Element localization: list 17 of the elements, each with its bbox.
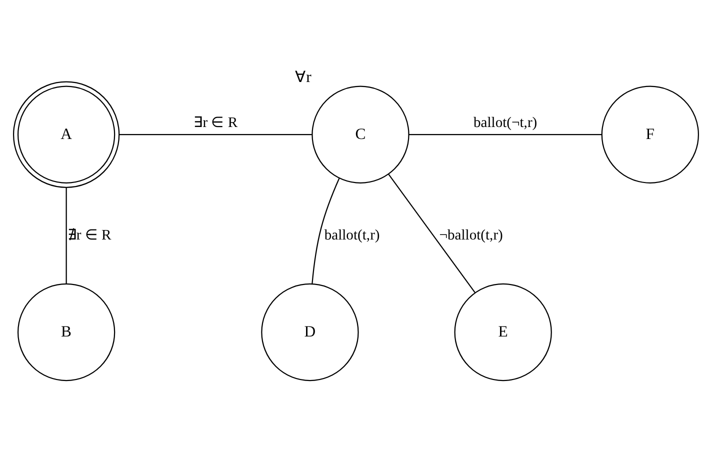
edge-label: ¬ballot(t,r) xyxy=(439,226,503,243)
connector xyxy=(119,134,312,135)
node-circle: D xyxy=(261,282,359,381)
node-circle: C xyxy=(312,85,410,183)
edge-label: ∃r ∈ R xyxy=(194,114,238,131)
connector xyxy=(312,178,340,284)
connector xyxy=(66,187,67,284)
node-circle: F xyxy=(601,85,700,183)
connector xyxy=(388,174,476,292)
edge-label: ∄r ∈ R xyxy=(67,226,112,243)
connector xyxy=(408,134,602,135)
node-circle: A xyxy=(12,80,120,188)
edge-label: ballot(t,r) xyxy=(324,226,380,243)
node-circle: E xyxy=(454,282,552,381)
node-circle: B xyxy=(17,282,116,381)
edge-label: ballot(¬t,r) xyxy=(473,114,538,131)
node-label: ∀r xyxy=(295,68,312,86)
